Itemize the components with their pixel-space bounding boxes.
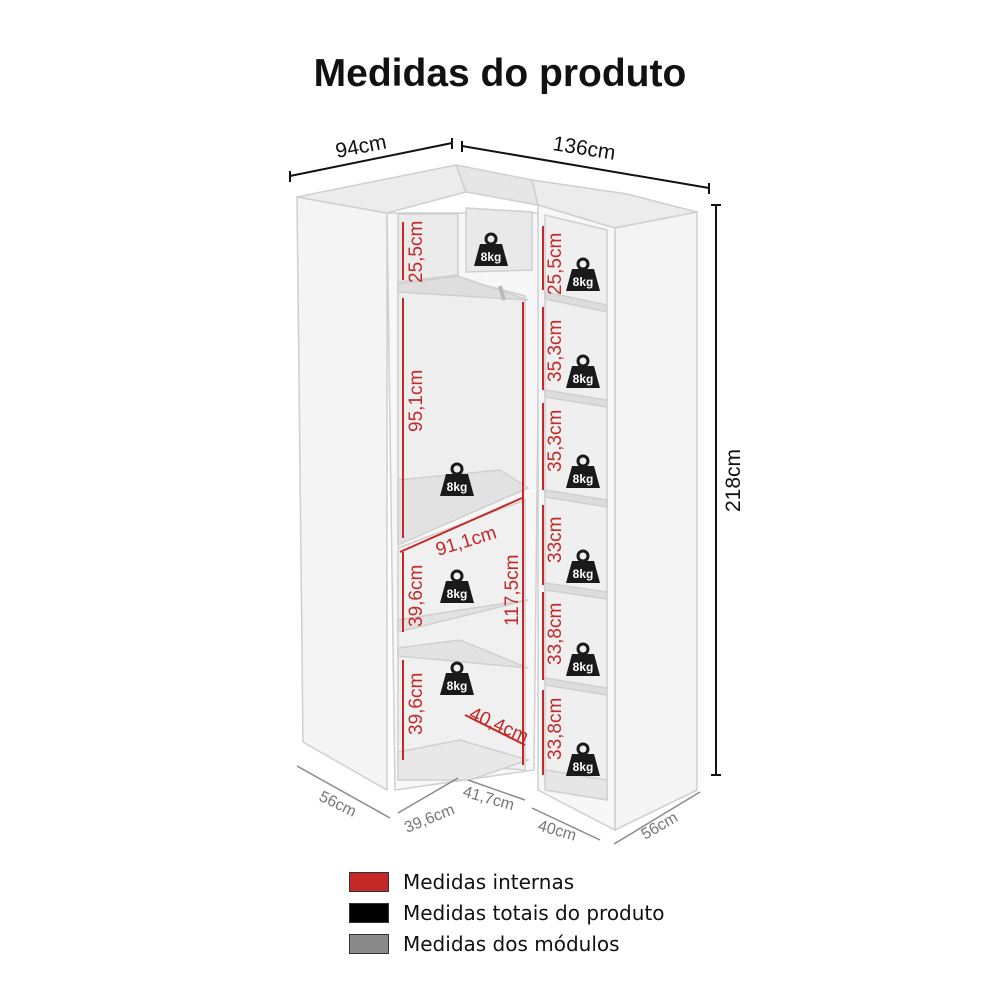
legend-swatch-internal bbox=[349, 871, 389, 892]
svg-text:8kg: 8kg bbox=[481, 250, 502, 264]
weight-icon: 8kg bbox=[472, 232, 510, 268]
right-side-panel bbox=[614, 211, 698, 832]
legend-label: Medidas totais do produto bbox=[403, 900, 665, 925]
legend-swatch-module bbox=[349, 933, 389, 954]
svg-text:8kg: 8kg bbox=[573, 372, 594, 386]
svg-text:8kg: 8kg bbox=[573, 760, 594, 774]
legend-item-total: Medidas totais do produto bbox=[349, 897, 665, 928]
internal-dim-11: 33cm bbox=[545, 517, 566, 563]
corner-shelf-1 bbox=[397, 275, 529, 301]
internal-dim-5: 39,6cm bbox=[406, 565, 427, 627]
svg-text:8kg: 8kg bbox=[573, 567, 594, 581]
corner-shelf-4 bbox=[397, 639, 529, 669]
legend-label: Medidas internas bbox=[403, 869, 575, 894]
svg-text:8kg: 8kg bbox=[573, 275, 594, 289]
module-dim-4: 40cm bbox=[536, 818, 578, 845]
internal-dim-1: 25,5cm bbox=[406, 221, 427, 283]
legend-item-module: Medidas dos módulos bbox=[349, 928, 665, 959]
right-shelf-5 bbox=[544, 677, 608, 696]
right-base bbox=[544, 769, 608, 801]
internal-dim-2: 95,1cm bbox=[406, 370, 427, 432]
right-shelf-4 bbox=[544, 582, 608, 600]
internal-dim-4: 117,5cm bbox=[502, 555, 523, 626]
top-corner bbox=[454, 164, 539, 206]
right-shelf-3 bbox=[544, 489, 608, 508]
corner-shelf-3 bbox=[397, 599, 529, 633]
weight-icon: 8kg bbox=[564, 549, 602, 585]
weight-icon: 8kg bbox=[438, 569, 476, 605]
legend-item-internal: Medidas internas bbox=[349, 866, 665, 897]
internal-dimension-lines bbox=[399, 222, 544, 775]
svg-text:8kg: 8kg bbox=[447, 480, 468, 494]
hanging-rod bbox=[498, 285, 506, 301]
width-right-label: 136cm bbox=[551, 132, 617, 165]
wardrobe-drawing bbox=[296, 164, 698, 832]
top-cubby bbox=[397, 213, 459, 283]
right-shelf-2 bbox=[544, 389, 608, 408]
legend: Medidas internas Medidas totais do produ… bbox=[349, 866, 665, 959]
left-side-panel bbox=[296, 196, 388, 792]
internal-dim-9: 35,3cm bbox=[545, 320, 566, 382]
legend-swatch-total bbox=[349, 902, 389, 923]
weight-icon: 8kg bbox=[564, 257, 602, 293]
internal-dim-10: 35,3cm bbox=[545, 410, 566, 472]
weight-icon: 8kg bbox=[564, 354, 602, 390]
svg-text:8kg: 8kg bbox=[447, 587, 468, 601]
corner-shelf-2 bbox=[397, 469, 530, 547]
svg-text:8kg: 8kg bbox=[573, 660, 594, 674]
weight-icon: 8kg bbox=[564, 454, 602, 490]
module-dim-1: 56cm bbox=[316, 788, 359, 820]
page-title: Medidas do produto bbox=[313, 52, 687, 95]
internal-dim-6: 39,6cm bbox=[406, 673, 427, 735]
corner-base bbox=[397, 739, 531, 781]
svg-text:8kg: 8kg bbox=[447, 679, 468, 693]
internal-dim-13: 33,8cm bbox=[545, 698, 566, 760]
total-dimension-lines bbox=[289, 138, 721, 776]
weight-icon: 8kg bbox=[438, 462, 476, 498]
module-dimension-lines bbox=[296, 765, 701, 845]
right-shelf-1 bbox=[544, 291, 608, 313]
weight-icon: 8kg bbox=[438, 661, 476, 697]
module-dim-3: 41,7cm bbox=[461, 784, 516, 815]
svg-text:8kg: 8kg bbox=[573, 472, 594, 486]
internal-dim-12: 33,8cm bbox=[545, 603, 566, 665]
height-label: 218cm bbox=[722, 449, 745, 512]
internal-dim-8: 25,5cm bbox=[545, 233, 566, 295]
weight-icon: 8kg bbox=[564, 742, 602, 778]
legend-label: Medidas dos módulos bbox=[403, 931, 620, 956]
weight-icon: 8kg bbox=[564, 642, 602, 678]
